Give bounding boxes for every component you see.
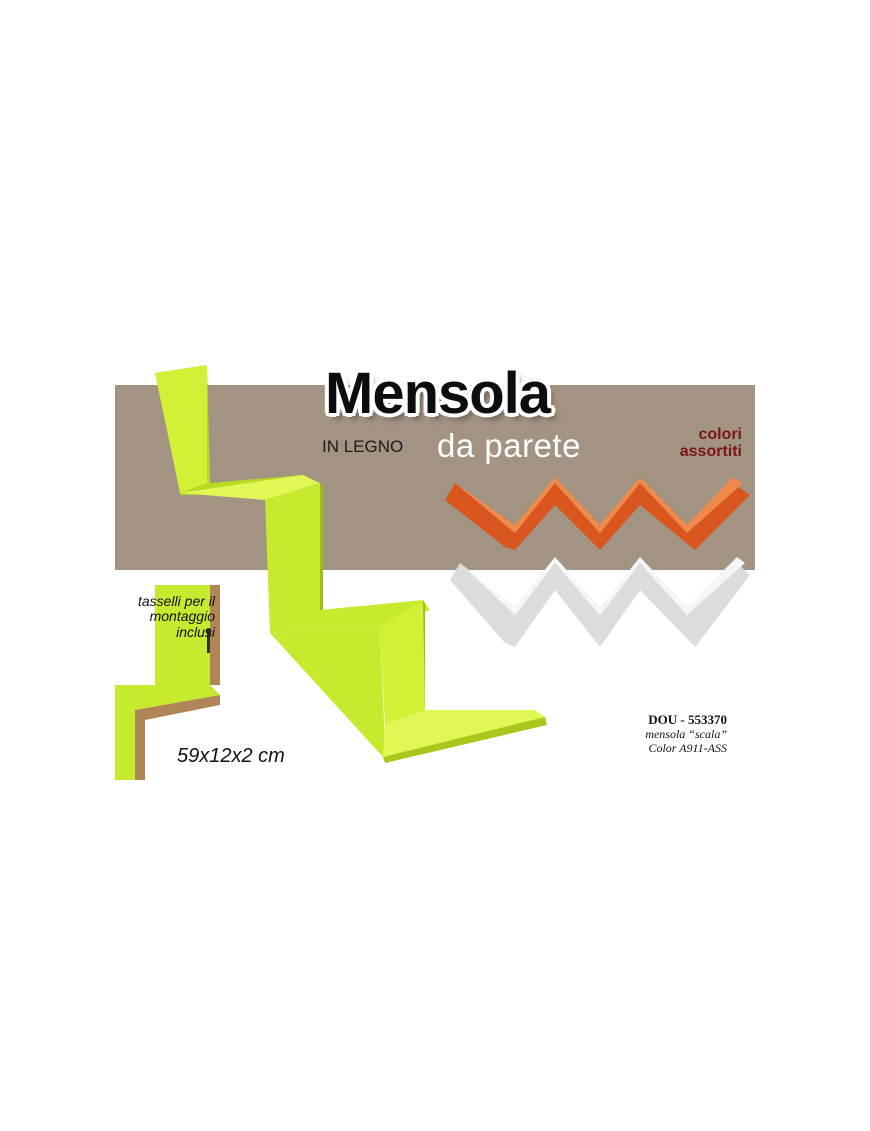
colors-note-line: colori	[698, 426, 742, 443]
shelf-illustration	[115, 365, 750, 780]
product-code: DOU - 553370	[648, 712, 727, 727]
brown-banner	[115, 385, 755, 570]
product-card: Mensola IN LEGNO da parete colori assort…	[115, 365, 755, 785]
anchors-note-line: tasselli per il	[137, 593, 215, 609]
colors-note: colori assortiti	[652, 426, 742, 461]
anchors-note-line: inclusi	[176, 623, 215, 640]
material-subtitle: IN LEGNO	[322, 437, 404, 456]
anchors-note-line: montaggio	[149, 608, 215, 625]
orange-zigzag-shelf	[445, 477, 750, 550]
dimensions-label: 59x12x2 cm	[177, 745, 285, 767]
product-title: Mensola	[325, 361, 551, 426]
inset-detail-image	[115, 585, 220, 780]
lime-zigzag-shelf	[155, 365, 547, 763]
usage-subtitle: da parete	[437, 427, 581, 464]
white-zigzag-shelf	[450, 557, 750, 647]
product-name: mensola “scala”	[645, 726, 727, 741]
colors-note-line: assortiti	[679, 442, 742, 460]
product-color-code: Color A911-ASS	[648, 740, 727, 755]
product-code-block: DOU - 553370 mensola “scala” Color A911-…	[575, 712, 727, 756]
anchors-note: tasselli per il montaggio inclusi	[115, 593, 215, 640]
